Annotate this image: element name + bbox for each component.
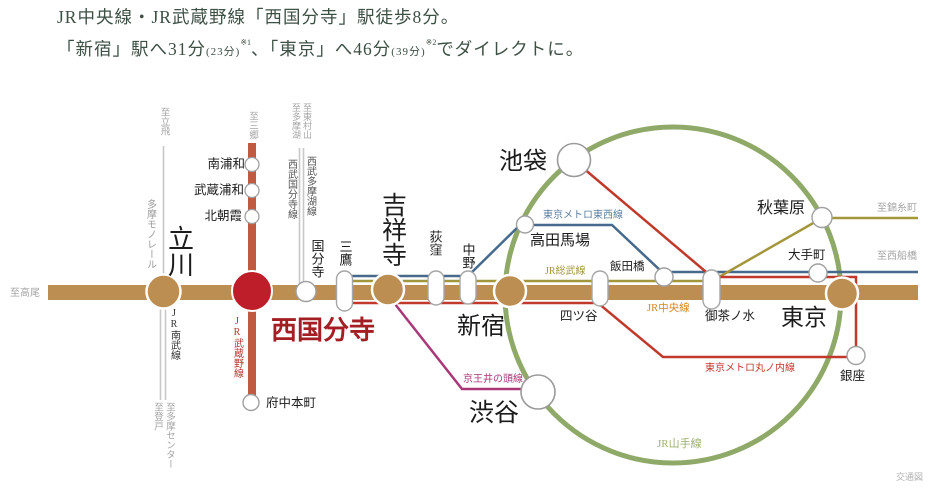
line-label-monorail: 多摩モノレール — [145, 198, 157, 269]
station-marker-otemachi — [808, 263, 828, 283]
header-line2-note1: ※1 — [240, 38, 252, 47]
station-label-yotsuya: 四ツ谷 — [560, 309, 598, 323]
header-line2-note2: ※2 — [425, 38, 437, 47]
direction-noborito: 至登戸 — [152, 402, 164, 431]
station-marker-tokyo — [824, 276, 860, 311]
direction-tamako: 至多摩湖 — [291, 103, 301, 140]
line-label-marunouchi: 東京メトロ丸ノ内線 — [705, 361, 795, 374]
station-label-shibuya: 渋谷 — [469, 399, 519, 427]
station-marker-yotsuya — [591, 270, 609, 307]
station-marker-kokubunji — [295, 280, 317, 303]
station-label-takadanobaba: 高田馬場 — [530, 232, 590, 249]
station-marker-shinjuku — [492, 273, 528, 309]
station-label-kichijoji: 吉祥寺 — [379, 192, 408, 267]
station-label-minami-urawa: 南浦和 — [207, 156, 245, 171]
station-marker-akihabara — [811, 206, 833, 229]
station-marker-nishikokubunji — [231, 270, 273, 312]
station-label-iidabashi: 飯田橋 — [610, 259, 645, 273]
station-marker-minami-urawa — [244, 156, 260, 173]
direction-misato: 至三郷 — [247, 111, 259, 140]
header-line2-small1: (23分) — [206, 46, 241, 58]
map-credit-note: 交通図 — [896, 471, 923, 482]
header-line2-main2: 、「東京」へ46分 — [251, 39, 392, 59]
line-label-chuo: JR中央線 — [647, 301, 690, 314]
station-marker-takadanobaba — [515, 215, 535, 234]
station-label-ochanomizu: 御茶ノ水 — [705, 308, 756, 323]
station-marker-kichijoji — [370, 272, 406, 307]
station-label-tokyo: 東京 — [781, 305, 827, 330]
header-line2-main1: 「新宿」駅へ31分 — [57, 39, 206, 59]
station-marker-nakano — [459, 270, 477, 305]
station-marker-ginza — [846, 345, 866, 366]
station-marker-iidabashi — [654, 267, 674, 287]
direction-tachihi: 至立飛 — [159, 107, 171, 136]
station-marker-musashi-urawa — [244, 182, 260, 199]
station-marker-kita-asaka — [244, 208, 260, 225]
header: JR中央線・JR武蔵野線「西国分寺」駅徒歩8分。 「新宿」駅へ31分(23分)※… — [57, 5, 584, 65]
line-label-seibu-tamako: 西武多摩湖線 — [305, 156, 317, 216]
direction-higashimurayama: 至東村山 — [302, 103, 312, 139]
header-line2-small2: (39分) — [391, 46, 426, 58]
station-label-nakano: 中野 — [461, 243, 476, 269]
direction-nishi-funabashi: 至西船橋 — [877, 249, 917, 262]
line-label-sobu: JR総武線 — [545, 264, 586, 277]
station-marker-tachikawa — [145, 273, 182, 310]
station-label-otemachi: 大手町 — [788, 248, 826, 262]
station-label-shinjuku: 新宿 — [457, 313, 505, 340]
station-label-ginza: 銀座 — [840, 368, 865, 383]
direction-takao: 至高尾 — [10, 286, 40, 299]
station-marker-ogikubo — [427, 270, 445, 306]
station-marker-mitaka — [335, 270, 354, 312]
station-marker-ochanomizu — [702, 269, 721, 310]
line-label-musashino: JR武蔵野線 — [232, 316, 244, 378]
direction-kinshicho: 至錦糸町 — [877, 201, 917, 214]
inokashira-line — [390, 298, 523, 391]
station-label-kokubunji: 国分寺 — [310, 239, 325, 278]
station-marker-ikebukuro — [556, 142, 592, 178]
station-label-kita-asaka: 北朝霞 — [204, 209, 242, 223]
header-line1: JR中央線・JR武蔵野線「西国分寺」駅徒歩8分。 — [57, 7, 460, 27]
direction-tama-center: 至多摩センター — [164, 402, 176, 469]
header-line2: 「新宿」駅へ31分(23分)※1、「東京」へ46分(39分)※2でダイレクトに。 — [57, 30, 584, 65]
line-label-tozai: 東京メトロ東西線 — [543, 208, 623, 221]
station-label-mitaka: 三鷹 — [338, 240, 353, 267]
header-line2-tail: でダイレクトに。 — [436, 39, 585, 59]
station-marker-fuchu-hommachi — [242, 393, 260, 412]
station-label-ogikubo: 荻窪 — [428, 230, 443, 257]
station-label-musashi-urawa: 武蔵浦和 — [194, 183, 244, 197]
station-label-akihabara: 秋葉原 — [757, 199, 805, 217]
line-label-seibu-kokubunji: 西武国分寺線 — [286, 159, 298, 219]
line-label-inokashira: 京王井の頭線 — [463, 372, 523, 385]
station-label-ikebukuro: 池袋 — [499, 148, 547, 175]
line-label-yamanote: JR山手線 — [657, 436, 702, 450]
station-label-tachikawa: 立川 — [165, 225, 194, 277]
station-marker-shibuya — [520, 374, 556, 410]
station-label-nishikokubunji: 西国分寺 — [271, 316, 375, 345]
sobu-line — [345, 216, 918, 283]
station-label-fuchu-hommachi: 府中本町 — [266, 395, 316, 410]
line-label-nambu: JR南武線 — [169, 308, 181, 360]
